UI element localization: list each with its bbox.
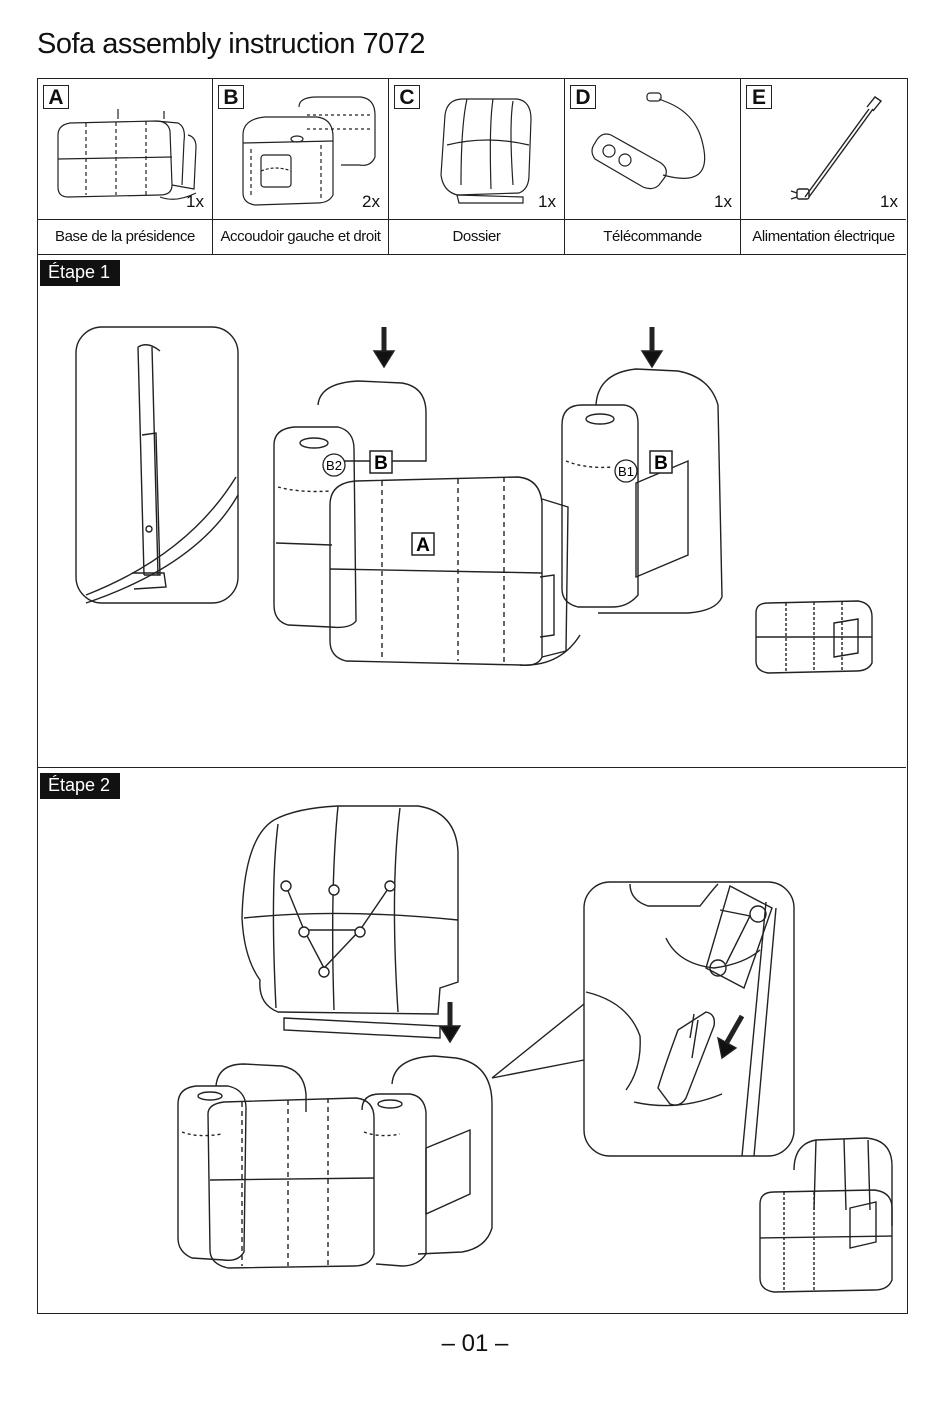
step-2-thumbnail	[759, 1137, 893, 1293]
step-2-section: Étape 2	[38, 767, 906, 1313]
part-label: Alimentation électrique	[741, 219, 906, 255]
part-quantity: 2x	[362, 192, 380, 211]
step-1-section: Étape 1	[38, 254, 906, 768]
callout-a: A	[416, 535, 430, 556]
part-label: Base de la présidence	[38, 219, 212, 255]
armrest-illustration	[242, 96, 376, 206]
part-e: E 1x Alimentation électrique	[741, 79, 906, 254]
step-1-label: Étape 1	[40, 260, 121, 286]
part-label: Dossier	[389, 219, 564, 255]
seat-base-illustration	[57, 109, 197, 200]
instruction-frame: A 1x Base de la présidence B 2x Acc	[37, 78, 908, 1314]
part-a: A 1x Base de la présidence	[38, 79, 213, 254]
detail-down-arrow	[723, 1014, 745, 1046]
remote-control-illustration	[591, 92, 706, 190]
part-quantity: 1x	[880, 192, 898, 211]
page-title: Sofa assembly instruction 7072	[37, 28, 426, 60]
page-number: – 01 –	[441, 1330, 509, 1357]
part-quantity: 1x	[538, 192, 556, 211]
step-1-thumbnail	[755, 600, 873, 674]
part-letter: E	[746, 85, 772, 109]
parts-table: A 1x Base de la présidence B 2x Acc	[38, 79, 906, 254]
part-letter: D	[570, 85, 596, 109]
callout-b1: B1	[618, 464, 634, 479]
part-label: Télécommande	[565, 219, 740, 255]
part-c: C 1x Dossier	[389, 79, 565, 254]
callout-b-right: B	[654, 453, 668, 474]
step-2-illustration	[177, 805, 893, 1293]
step-1-detail-callout	[75, 326, 239, 604]
callout-b2: B2	[326, 458, 342, 473]
part-letter: C	[394, 85, 420, 109]
step-1-callouts: B2 B B1 B A	[322, 450, 673, 556]
power-cable-illustration	[790, 96, 883, 200]
step-1-illustration: B2 B B1 B A	[75, 326, 873, 674]
backrest-illustration	[440, 98, 532, 204]
part-letter: B	[218, 85, 244, 109]
callout-b-left: B	[374, 453, 388, 474]
part-d: D 1x Télécommande	[565, 79, 741, 254]
step-2-label: Étape 2	[40, 773, 121, 799]
step-2-detail-callout	[583, 881, 795, 1157]
part-quantity: 1x	[714, 192, 732, 211]
part-b: B 2x Accoudoir gauche et droit	[213, 79, 389, 254]
part-letter: A	[43, 85, 69, 109]
part-label: Accoudoir gauche et droit	[213, 219, 388, 255]
part-quantity: 1x	[186, 192, 204, 211]
